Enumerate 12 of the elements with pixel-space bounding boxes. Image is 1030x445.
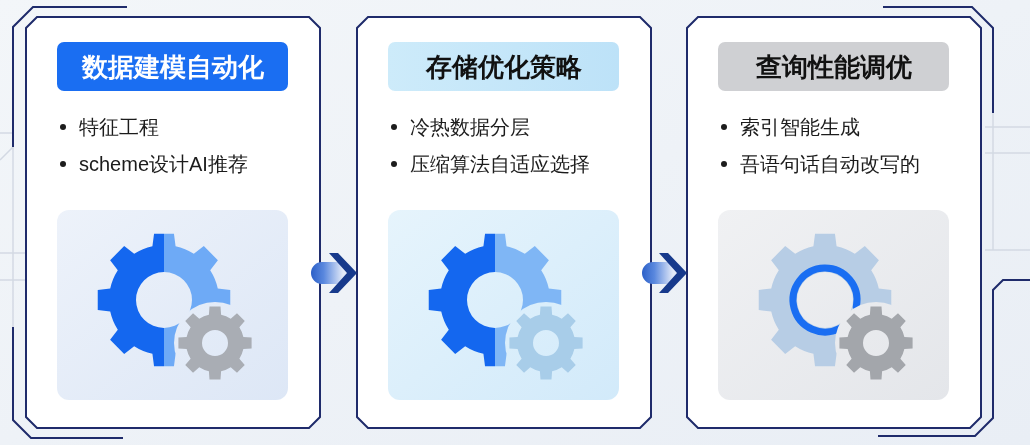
process-panel <box>356 16 652 429</box>
bullet-text: scheme设计AI推荐 <box>79 152 248 177</box>
heading-banner: 数据建模自动化 <box>57 42 288 91</box>
bullet-text: 冷热数据分层 <box>410 115 530 140</box>
process-panel <box>686 16 982 429</box>
process-panel <box>25 16 321 429</box>
bullet-text: 特征工程 <box>79 115 159 140</box>
bullet-text: 索引智能生成 <box>740 115 860 140</box>
bullet-text: 吾语句话自动改写的 <box>740 152 920 177</box>
heading-banner: 查询性能调优 <box>718 42 949 91</box>
heading-banner: 存储优化策略 <box>388 42 619 91</box>
bullet-text: 压缩算法自适应选择 <box>410 152 590 177</box>
